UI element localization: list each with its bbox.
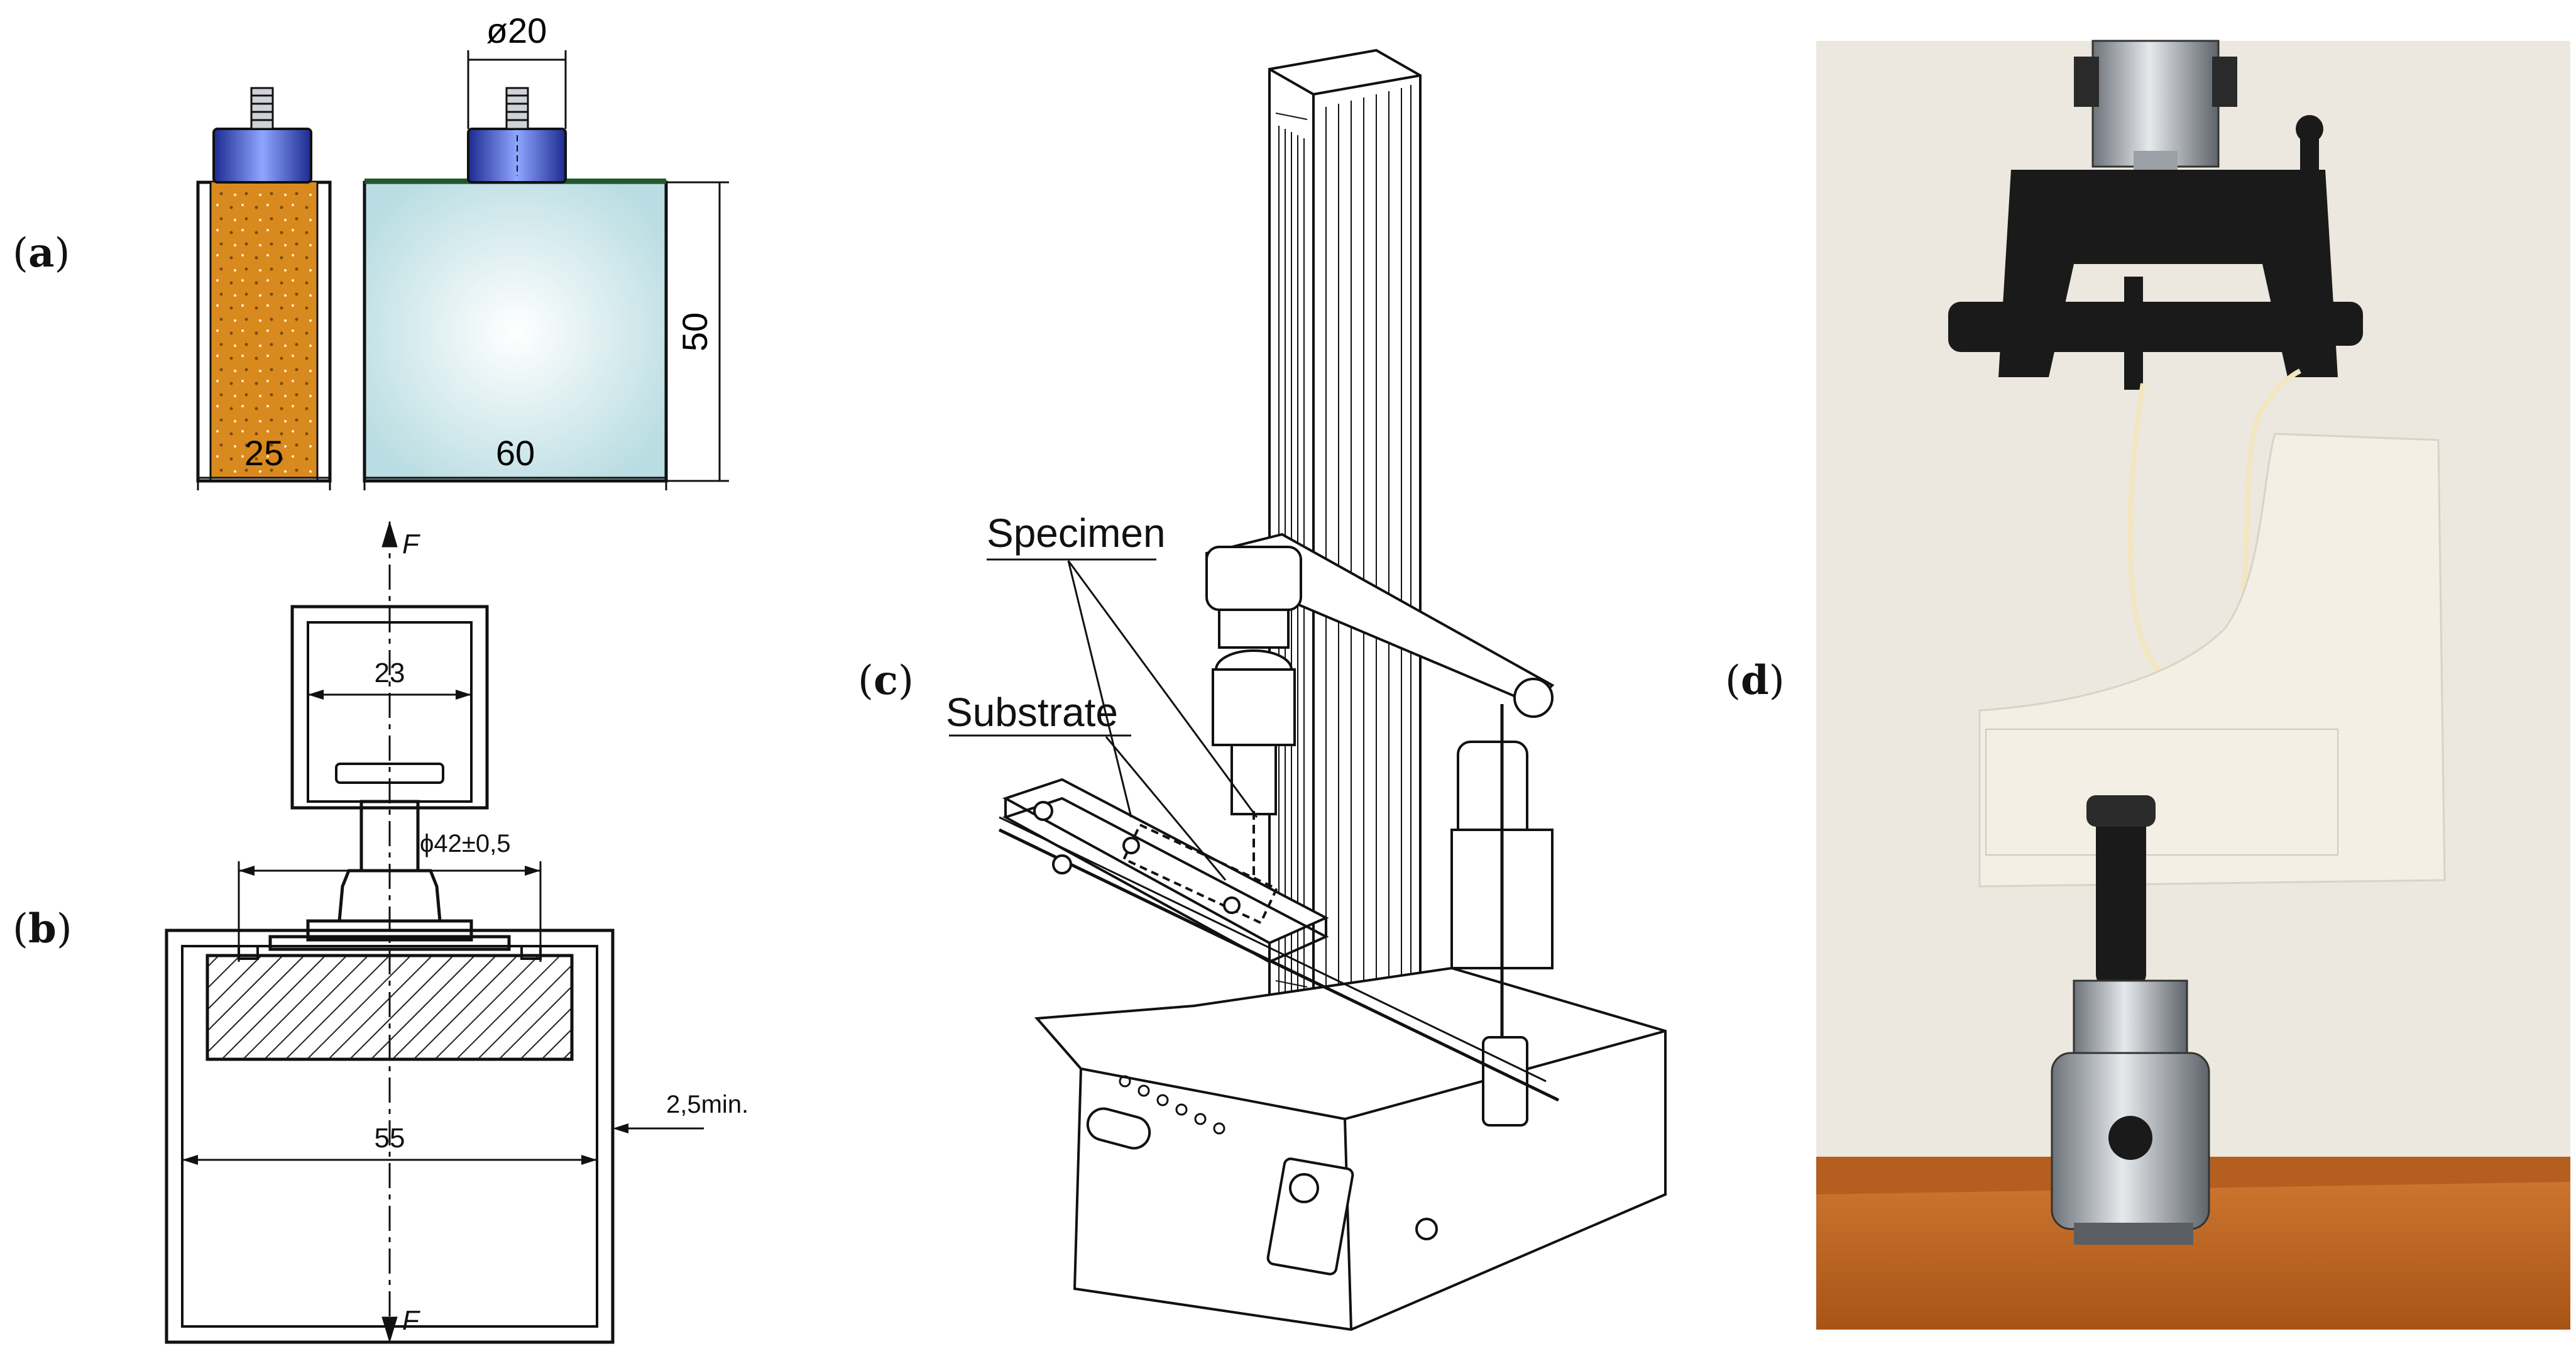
dim-width-25: 25	[244, 433, 283, 473]
dim-height-50: 50	[675, 312, 715, 351]
panel-b-drawing	[165, 521, 704, 1344]
force-label-bottom: F	[402, 1305, 420, 1336]
force-arrow-top	[381, 521, 398, 548]
dim-width-60: 60	[496, 433, 535, 473]
upper-grip-box	[290, 605, 489, 810]
panel-a-drawing: ø20 50 25 60	[196, 11, 729, 490]
panel-label-a: (a)	[13, 229, 70, 277]
panel-label-c: (c)	[858, 657, 914, 704]
specimen-sheet	[1978, 433, 2446, 888]
panel-c-tester	[949, 48, 1667, 1331]
dim-55: 55	[375, 1123, 405, 1154]
label-specimen: Specimen	[987, 510, 1166, 556]
threaded-post	[250, 87, 274, 130]
leader-lines	[949, 558, 1258, 881]
substrate-block	[363, 87, 668, 483]
crosshead-pulley	[1513, 678, 1554, 718]
dimension-lines-b	[182, 693, 704, 1161]
hatched-specimen	[206, 954, 574, 1061]
coating-material	[211, 182, 317, 478]
dim-23: 23	[375, 658, 405, 688]
dolly-stud	[212, 128, 312, 184]
lower-frame	[165, 929, 615, 1344]
dim-2-5-min: 2,5min.	[666, 1091, 748, 1118]
upper-grip	[1948, 115, 2363, 390]
label-substrate: Substrate	[946, 690, 1118, 735]
lower-clamp	[2051, 795, 2210, 1245]
dimension-lines-a	[197, 50, 729, 490]
panel-d-photo	[1816, 40, 2570, 1330]
dim-diameter-20: ø20	[486, 11, 547, 50]
upper-post	[2091, 40, 2220, 168]
panel-label-b: (b)	[13, 905, 72, 952]
force-label-top: F	[402, 529, 420, 559]
panel-label-d: (d)	[1725, 657, 1785, 704]
substrate-tray	[998, 778, 1560, 1102]
dim-phi42: ϕ42±0,5	[420, 830, 510, 857]
crosshead	[1205, 546, 1302, 611]
force-arrow-bottom	[381, 1316, 398, 1343]
cylinder-section	[196, 87, 332, 483]
